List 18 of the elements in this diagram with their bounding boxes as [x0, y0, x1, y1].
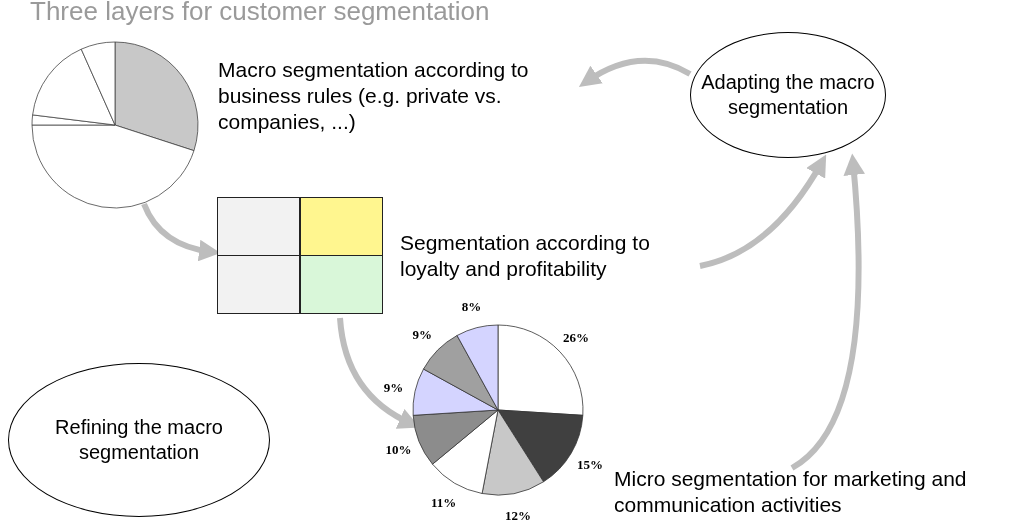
- data-label: 15%: [577, 457, 604, 473]
- ellipse-node: Refining the macro segmentation: [8, 363, 270, 517]
- curved-arrow: [790, 153, 865, 471]
- ellipse-node: Adapting the macro segmentation: [690, 32, 886, 158]
- title: Three layers for customer segmentation: [30, 0, 490, 27]
- data-label: 10%: [385, 442, 412, 458]
- data-label: 8%: [461, 299, 482, 315]
- data-label: 11%: [430, 495, 457, 511]
- description-text: Macro segmentation according to business rules (e.g. private vs. companies, ...): [218, 57, 563, 135]
- data-label: 9%: [383, 379, 404, 395]
- description-text: Micro segmentation for marketing and communication activities: [614, 466, 1014, 518]
- curved-arrow: [578, 57, 692, 87]
- data-label: 26%: [563, 329, 589, 345]
- curved-arrow: [699, 154, 827, 269]
- description-text: Segmentation according to loyalty and profitability: [400, 230, 670, 282]
- data-label: 9%: [412, 327, 433, 343]
- data-label: 12%: [505, 508, 532, 524]
- matrix-grid: [217, 197, 383, 314]
